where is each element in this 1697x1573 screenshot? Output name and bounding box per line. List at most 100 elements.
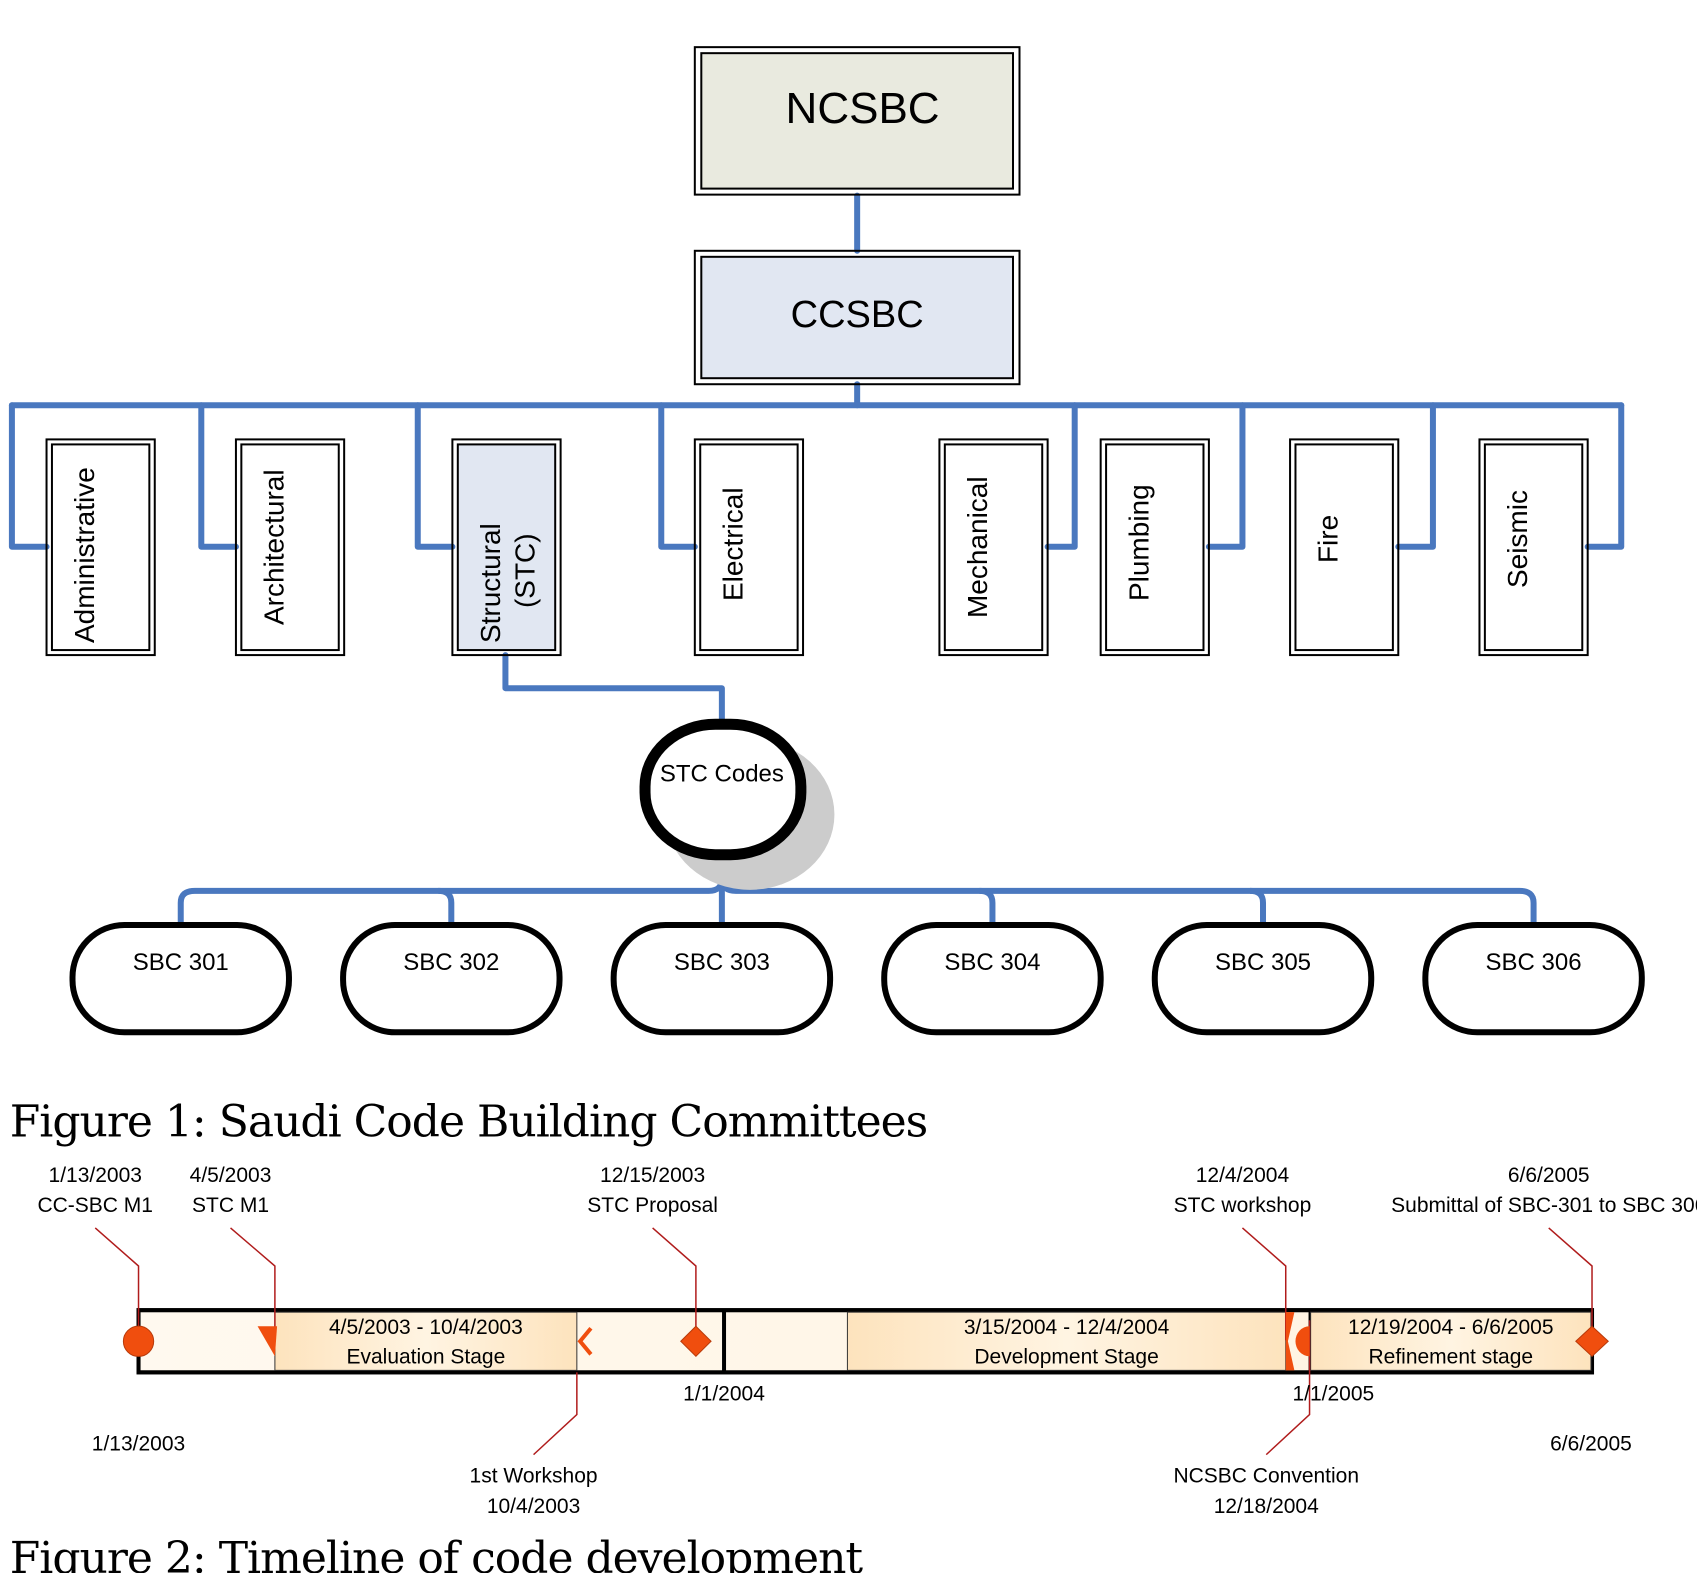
axis-end-label: 6/6/2005 — [1550, 1433, 1632, 1456]
code-sbc-305[interactable]: SBC 305 — [1151, 921, 1375, 1036]
connector-fire — [1395, 402, 1436, 550]
committee-box — [943, 443, 1044, 652]
committee-box-outer — [938, 438, 1049, 657]
connector-seismic — [1584, 402, 1625, 550]
year-mark-2005: 1/1/2005 — [1292, 1382, 1374, 1405]
committee-box — [1105, 443, 1205, 652]
code-bus-line — [177, 878, 1537, 926]
committee-box — [456, 443, 557, 652]
committee-box — [1483, 443, 1584, 652]
phase-range: 4/5/2003 - 10/4/2003 — [329, 1316, 523, 1339]
milestone-label: Submittal of SBC-301 to SBC 306 — [1391, 1194, 1697, 1217]
half-circle-marker-icon — [1295, 1326, 1310, 1357]
committee-list: Administrative Architectural Structural(ST… — [45, 438, 1589, 657]
triangle-marker-icon — [257, 1326, 278, 1357]
committee-seismic[interactable]: Seismic — [1478, 438, 1589, 657]
milestone-below-2[interactable]: NCSBC Convention 12/18/2004 — [1173, 1465, 1359, 1518]
milestone-date: 12/4/2004 — [1196, 1164, 1290, 1187]
milestone-date: 12/18/2004 — [1214, 1495, 1319, 1518]
code-shape — [340, 921, 563, 1036]
committee-box-outer — [1478, 438, 1589, 657]
committee-label: Architectural — [259, 469, 290, 625]
code-branch-line — [1249, 887, 1267, 923]
committee-label: Mechanical — [962, 476, 993, 618]
committee-box — [699, 443, 799, 652]
committee-administrative[interactable]: Administrative — [45, 438, 156, 657]
code-shape — [881, 921, 1104, 1036]
committee-label: Structural — [475, 523, 506, 643]
leader-line — [94, 1227, 140, 1341]
committee-box — [50, 443, 151, 652]
connector-structural — [414, 402, 456, 550]
phase-range: 12/19/2004 - 6/6/2005 — [1348, 1316, 1554, 1339]
committee-architectural[interactable]: Architectural — [234, 438, 346, 657]
ccsbc-node[interactable]: CCSBC — [693, 249, 1021, 386]
committee-box-outer — [1289, 438, 1400, 657]
code-shape — [1151, 921, 1375, 1036]
committee-label-sub: (STC) — [510, 533, 541, 608]
committee-box-outer — [1099, 438, 1210, 657]
diamond-marker-icon — [680, 1325, 712, 1358]
milestone-date: 4/5/2003 — [190, 1164, 272, 1187]
committee-box — [240, 443, 340, 652]
code-sbc-302[interactable]: SBC 302 — [340, 921, 563, 1036]
figure2-caption: Figure 2: Timeline of code development — [10, 1533, 864, 1573]
code-branch-line — [438, 887, 455, 923]
committee-electrical[interactable]: Electrical — [693, 438, 805, 657]
connector-mechanical — [1044, 402, 1078, 550]
committee-label: Seismic — [1502, 490, 1533, 588]
timeline-markers — [122, 1312, 1609, 1371]
code-label: SBC 301 — [133, 949, 229, 976]
code-sbc-306[interactable]: SBC 306 — [1422, 921, 1645, 1036]
milestone-date: 1/13/2003 — [49, 1164, 142, 1187]
committee-box-outer — [234, 438, 346, 657]
committee-box-outer — [451, 438, 562, 657]
committee-plumbing[interactable]: Plumbing — [1099, 438, 1210, 657]
ncsbc-label: NCSBC — [786, 84, 940, 133]
committee-label: Plumbing — [1123, 484, 1154, 601]
diamond-marker-icon — [1575, 1325, 1609, 1357]
milestone-label: 1st Workshop — [470, 1465, 598, 1488]
circle-marker-icon — [122, 1325, 155, 1357]
milestone-date: 6/6/2005 — [1508, 1164, 1590, 1187]
milestone-date: 12/15/2003 — [600, 1164, 705, 1187]
committee-mechanical[interactable]: Mechanical — [938, 438, 1049, 657]
code-label: SBC 304 — [944, 949, 1040, 976]
committee-box — [1294, 443, 1394, 652]
milestone-label: NCSBC Convention — [1173, 1465, 1359, 1488]
code-branch-line — [979, 887, 996, 923]
milestone-label: STC Proposal — [587, 1194, 718, 1217]
code-sbc-304[interactable]: SBC 304 — [881, 921, 1104, 1036]
half-triangle-marker-icon — [1285, 1312, 1295, 1371]
code-shape — [1422, 921, 1645, 1036]
code-list: SBC 301 SBC 302 SBC 303 SBC 304 SBC 305 SBC 3… — [69, 921, 1645, 1036]
committee-structural[interactable]: Structural(STC) — [451, 438, 562, 657]
milestone-label: STC M1 — [192, 1194, 269, 1217]
code-label: SBC 306 — [1486, 949, 1582, 976]
connector-architectural — [198, 402, 239, 550]
committee-label: Administrative — [69, 467, 100, 643]
code-shape — [610, 921, 834, 1036]
connector-stc-hub — [502, 652, 725, 728]
connector-plumbing — [1205, 402, 1246, 550]
code-sbc-303[interactable]: SBC 303 — [610, 921, 834, 1036]
committee-fire[interactable]: Fire — [1289, 438, 1400, 657]
code-sbc-301[interactable]: SBC 301 — [69, 921, 292, 1036]
ncsbc-node[interactable]: NCSBC — [693, 46, 1021, 196]
axis-start-label: 1/13/2003 — [92, 1433, 185, 1456]
stc-codes-node[interactable]: STC Codes — [639, 718, 835, 890]
phase-range: 3/15/2004 - 12/4/2004 — [964, 1316, 1170, 1339]
code-label: SBC 303 — [674, 949, 770, 976]
committee-label: Electrical — [717, 487, 748, 601]
code-label: SBC 305 — [1215, 949, 1311, 976]
